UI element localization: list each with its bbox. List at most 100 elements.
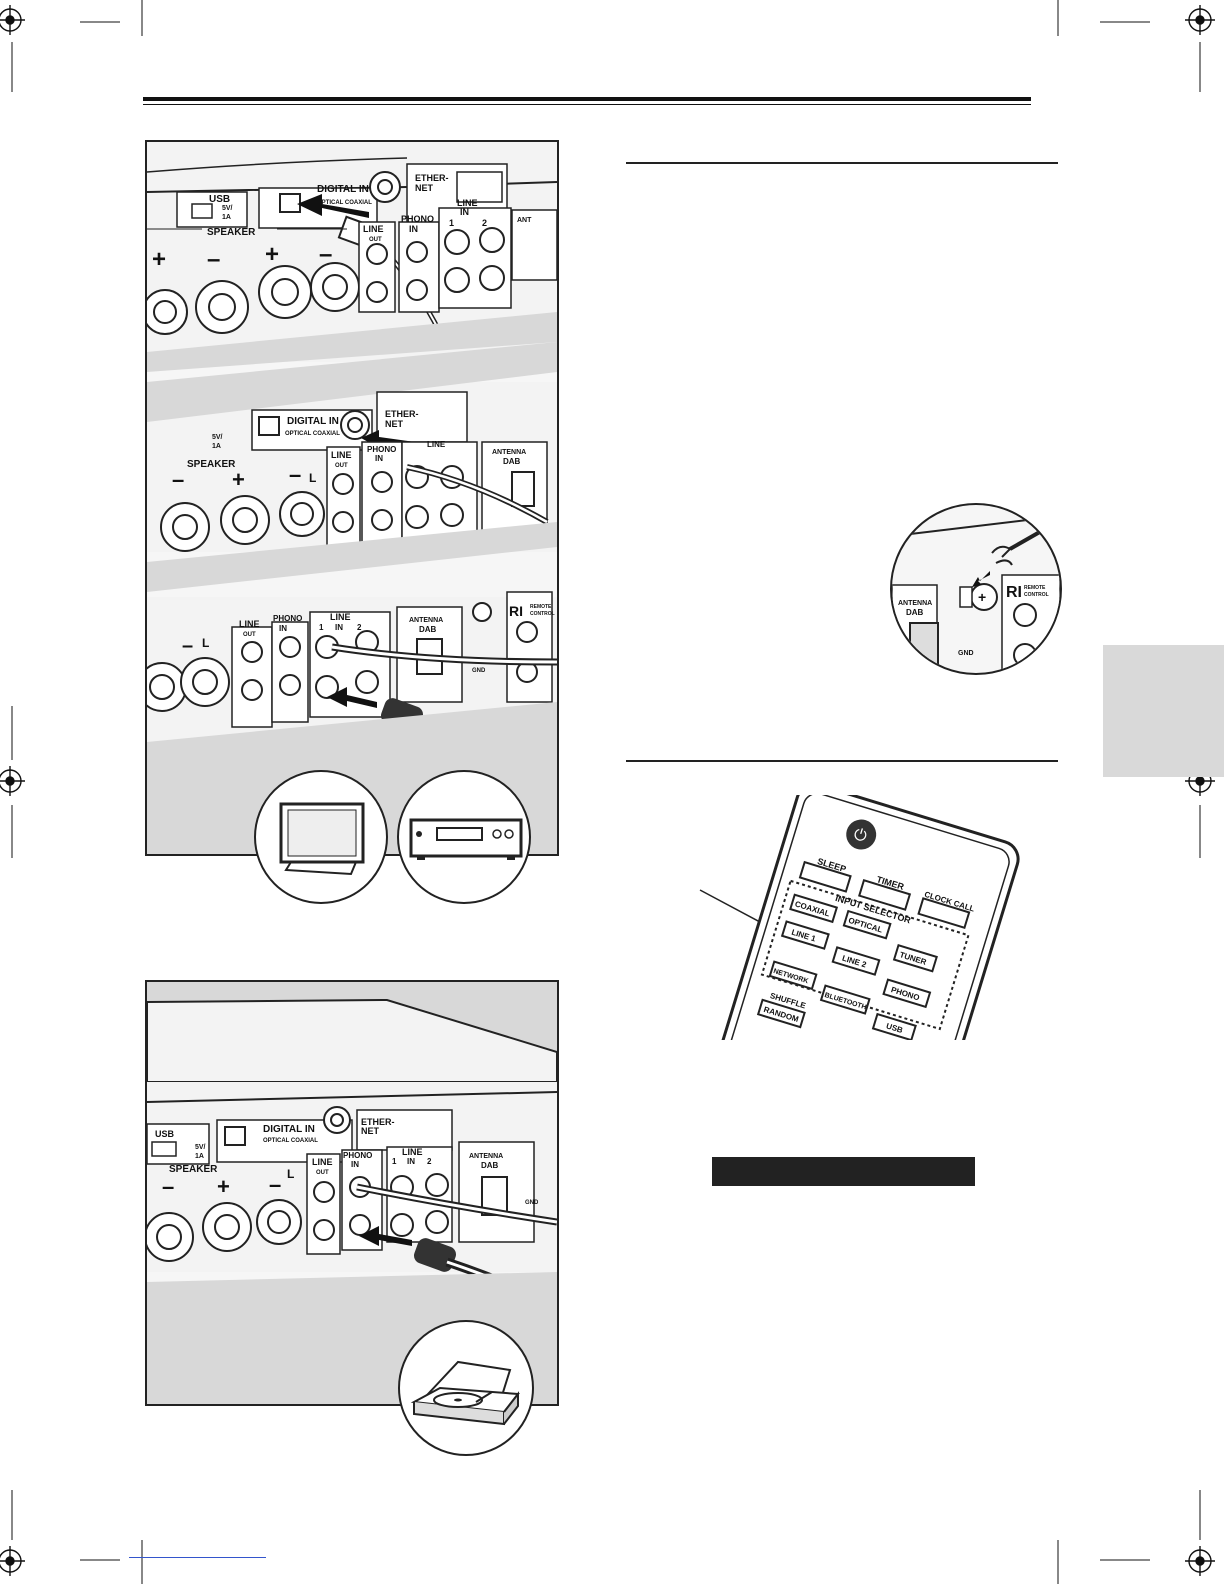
remote-tuner-button[interactable] [892, 943, 938, 973]
ph-line-in-num2: 2 [427, 1157, 432, 1166]
p1-line-in-2: IN [460, 207, 469, 217]
header-rule-thick [143, 97, 1031, 101]
p2-speaker-label: SPEAKER [187, 459, 236, 470]
p2-antenna: ANTENNA [492, 449, 526, 456]
gnd-inset-dab: DAB [906, 608, 924, 617]
p1-line-out-1: LINE [363, 224, 384, 234]
p1-antenna-partial: ANT [517, 217, 532, 224]
header-rule-thin [143, 104, 1031, 105]
ph-phono-2: IN [351, 1160, 359, 1169]
remote-control-figure: ⏻ SLEEP TIMER CLOCK CALL INPUT SELECTOR … [690, 795, 1040, 1040]
p2-line-out-2: OUT [335, 463, 348, 469]
remote-random-button[interactable] [756, 998, 806, 1029]
p1-usb-label: USB [209, 194, 230, 205]
remote-coaxial-button[interactable] [789, 893, 839, 924]
p1-line-in-1: LINE [457, 198, 478, 208]
section-rule-2 [626, 760, 1058, 762]
ph-speaker: SPEAKER [169, 1164, 218, 1175]
p3-remote-1: REMOTE [530, 604, 552, 610]
ph-gnd: GND [525, 1200, 539, 1206]
gnd-inset-ri: RI [1006, 584, 1022, 601]
ph-usb: USB [155, 1129, 175, 1139]
remote-line1-button[interactable] [780, 920, 830, 950]
ph-line-in-num1: 1 [392, 1157, 397, 1166]
arrow-phono [359, 1226, 412, 1246]
remote-usb-button[interactable] [871, 1012, 917, 1040]
p2-digital-in: DIGITAL IN [287, 416, 339, 427]
p3-ri: RI [509, 603, 523, 619]
ph-usb-amps: 1A [195, 1153, 204, 1160]
p2-usb-amps: 1A [212, 443, 221, 450]
panel-1: USB 5V/ 1A DIGITAL IN OPTICAL COAXIAL ET… [147, 142, 557, 372]
p2-ethernet-2: NET [385, 419, 404, 429]
arrow-optical [297, 194, 369, 218]
p3-line-in-num2: 2 [357, 623, 362, 632]
p2-line-in: LINE [427, 440, 446, 449]
screw-plus: + [978, 589, 986, 605]
reg-mark-bottom-left [0, 1546, 25, 1576]
ph-plus: + [217, 1174, 230, 1199]
panel-3: LINE OUT PHONO IN LINE IN 1 2 ANTENNA DA… [147, 591, 557, 854]
p3-phono-2: IN [279, 624, 287, 633]
p1-plus-2: + [265, 241, 279, 268]
p2-phono-2: IN [375, 454, 383, 463]
spade-lug [991, 545, 1013, 566]
p2-line-out-1: LINE [331, 450, 352, 460]
figure-phono-connection: USB 5V/ 1A DIGITAL IN OPTICAL COAXIAL ET… [145, 980, 559, 1406]
ph-digital-in: DIGITAL IN [263, 1124, 315, 1135]
tv-device-inset [254, 770, 388, 904]
ph-minus-2: – [269, 1172, 281, 1197]
p1-line-in-num2: 2 [482, 218, 487, 228]
p3-line-in-num1: 1 [319, 623, 324, 632]
footer-link-underline [129, 1557, 266, 1558]
p3-line-in-1: LINE [330, 612, 351, 622]
remote-network-button[interactable] [768, 960, 818, 991]
p3-line-out-2: OUT [243, 632, 256, 638]
remote-phono-button[interactable] [882, 978, 932, 1009]
p2-usb-power: 5V/ [212, 434, 223, 441]
p1-digital-in: DIGITAL IN [317, 184, 369, 195]
p3-phono-1: PHONO [273, 614, 302, 623]
p1-optical-coaxial: OPTICAL COAXIAL [317, 200, 372, 206]
p2-ethernet-1: ETHER- [385, 409, 419, 419]
p3-line-in-2: IN [335, 623, 343, 632]
p1-minus-2: – [319, 241, 332, 268]
p2-optical-coaxial: OPTICAL COAXIAL [285, 431, 340, 437]
turntable-icon [410, 1360, 520, 1426]
p1-usb-amps: 1A [222, 214, 231, 221]
ph-ethernet-1: ETHER- [361, 1117, 395, 1127]
ph-ethernet-2: NET [361, 1126, 380, 1136]
p2-plus: + [232, 467, 245, 492]
p3-dab: DAB [419, 625, 437, 634]
p3-antenna: ANTENNA [409, 617, 443, 624]
ph-line-in-1: LINE [402, 1147, 423, 1157]
arrow-line-in [327, 687, 377, 708]
remote-optical-button[interactable] [842, 909, 892, 940]
p3-remote-2: CONTROL [530, 611, 555, 617]
p2-phono-1: PHONO [367, 445, 396, 454]
ph-line-out-1: LINE [312, 1157, 333, 1167]
ph-dab: DAB [481, 1161, 499, 1170]
gnd-inset-gnd: GND [958, 650, 974, 657]
p1-minus-1: – [207, 246, 220, 273]
p1-line-in-num1: 1 [449, 218, 454, 228]
p1-line-out-2: OUT [369, 237, 382, 243]
dark-bar [712, 1157, 975, 1186]
figure-top-svg: USB 5V/ 1A DIGITAL IN OPTICAL COAXIAL ET… [147, 142, 557, 854]
remote-bluetooth-button[interactable] [819, 984, 871, 1015]
ph-optical-coaxial: OPTICAL COAXIAL [263, 1138, 318, 1144]
remote-line2-button[interactable] [831, 946, 881, 976]
input-selector-frame [760, 879, 970, 1031]
p1-phono-1: PHONO [401, 214, 434, 224]
ph-usb-power: 5V/ [195, 1144, 206, 1151]
player-device-inset [397, 770, 531, 904]
p2-dab: DAB [503, 457, 521, 466]
p1-usb-power: 5V/ [222, 205, 233, 212]
gnd-inset-remote-1: REMOTE [1024, 585, 1046, 591]
p1-plus-1: + [152, 246, 166, 273]
cd-player-icon [409, 818, 523, 860]
ph-l: L [287, 1167, 294, 1181]
p1-ethernet-2: NET [415, 183, 434, 193]
p2-l: L [309, 471, 316, 485]
ph-line-in-2: IN [407, 1157, 415, 1166]
